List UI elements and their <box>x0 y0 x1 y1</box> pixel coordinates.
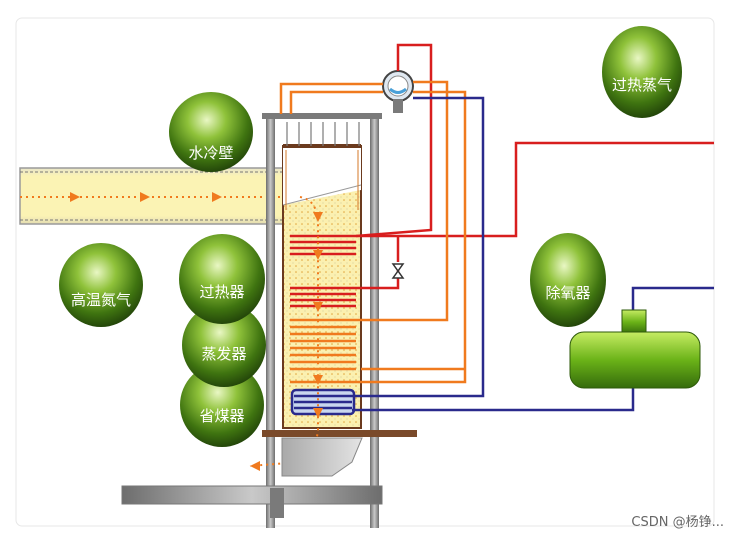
ash-hopper <box>281 437 363 477</box>
label-deaerator: 除氧器 <box>545 284 590 302</box>
label-high-temp-nitrogen: 高温氮气 <box>71 291 131 309</box>
gas-arrow-out <box>250 461 260 471</box>
label-superheater: 过热器 <box>199 283 244 301</box>
economizer-coils <box>290 388 356 416</box>
gas-arrow-down-1 <box>313 212 323 222</box>
hot-gas-duct <box>19 167 300 225</box>
label-economizer: 省煤器 <box>199 407 244 425</box>
bottom-pipe <box>121 485 383 518</box>
bubble-superheater: 过热器 <box>179 234 265 324</box>
red-pipes <box>355 43 714 290</box>
evaporator-tubes <box>290 318 356 371</box>
label-superheated-steam: 过热蒸气 <box>612 76 672 94</box>
orange-pipes <box>279 80 467 384</box>
boiler-frame <box>262 113 417 528</box>
gas-arrow-down-2 <box>313 250 323 260</box>
superheater-coils <box>290 234 356 308</box>
gas-arrow-down-4 <box>313 375 323 385</box>
label-water-cooled-wall: 水冷壁 <box>188 144 233 162</box>
deaerator-tank <box>569 309 701 389</box>
watermark-text: CSDN @杨铮... <box>631 515 724 530</box>
gas-flow-path <box>249 196 319 467</box>
bubble-deaerator: 除氧器 <box>530 233 606 327</box>
bubble-evaporator: 蒸发器 <box>182 303 266 387</box>
bubble-superheated-steam: 过热蒸气 <box>602 26 682 118</box>
frame-border <box>15 17 715 527</box>
bubble-high-temp-nitrogen: 高温氮气 <box>59 243 143 327</box>
steam-drum <box>382 70 414 113</box>
gas-arrow-down-3 <box>313 302 323 312</box>
bubble-economizer: 省煤器 <box>180 363 264 447</box>
gas-arrow-down-5 <box>313 408 323 418</box>
bubble-water-cooled-wall: 水冷壁 <box>169 92 253 172</box>
label-evaporator: 蒸发器 <box>201 345 246 363</box>
valve-icon <box>391 263 405 279</box>
